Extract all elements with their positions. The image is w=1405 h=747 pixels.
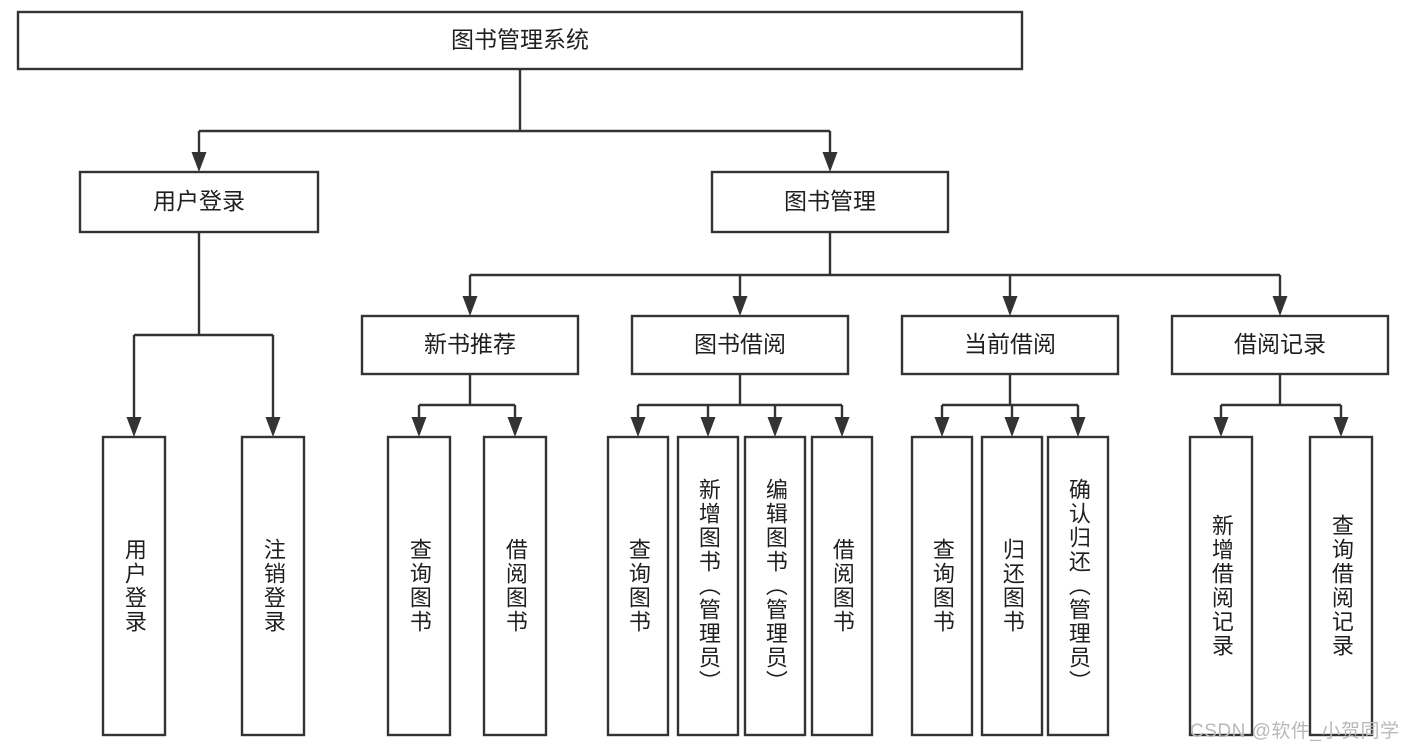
arrow-head-userlogin_to_leaves-0 (126, 417, 142, 437)
node-leaf-borrow-book-box (810, 435, 874, 737)
node-new-book-rec-label: 新书推荐 (424, 331, 516, 357)
node-root-box (16, 10, 1024, 71)
node-leaf-logout-box (240, 435, 306, 737)
node-book-borrow-box (630, 314, 850, 376)
node-borrow-record-label: 借阅记录 (1234, 331, 1326, 357)
arrow-head-newbookrec_to_leaves-1 (507, 417, 523, 437)
node-user-login-box (78, 170, 320, 234)
node-leaf-logout[interactable] (240, 435, 306, 737)
node-borrow-record-box (1170, 314, 1390, 376)
node-leaf-query-book-cur[interactable] (910, 435, 974, 737)
node-book-manage-box (710, 170, 950, 234)
node-leaf-query-book-borrow-box (606, 435, 670, 737)
node-user-login[interactable]: 用户登录 (78, 170, 320, 234)
arrow-head-bookborrow_to_leaves-0 (630, 417, 646, 437)
node-root-label: 图书管理系统 (451, 27, 589, 53)
arrow-head-newbookrec_to_leaves-0 (411, 417, 427, 437)
arrow-head-borrowrecord_to_leaves-0 (1213, 417, 1229, 437)
arrow-head-bookborrow_to_leaves-3 (834, 417, 850, 437)
node-leaf-return-book[interactable] (980, 435, 1044, 737)
arrow-head-currentborrow_to_leaves-2 (1070, 417, 1086, 437)
node-leaf-add-record-box (1188, 435, 1254, 737)
arrow-head-currentborrow_to_leaves-0 (934, 417, 950, 437)
node-current-borrow[interactable]: 当前借阅 (900, 314, 1120, 376)
node-leaf-query-book-cur-box (910, 435, 974, 737)
node-leaf-user-login[interactable] (101, 435, 167, 737)
node-book-borrow-label: 图书借阅 (694, 331, 786, 357)
node-leaf-add-book[interactable] (676, 435, 740, 737)
node-borrow-record[interactable]: 借阅记录 (1170, 314, 1390, 376)
node-book-manage[interactable]: 图书管理 (710, 170, 950, 234)
arrow-head-root_to_level2-1 (822, 152, 838, 172)
node-leaf-edit-book[interactable] (743, 435, 807, 737)
node-new-book-rec-box (360, 314, 580, 376)
node-book-manage-label: 图书管理 (784, 188, 876, 214)
arrow-head-root_to_level2-0 (191, 152, 207, 172)
node-leaf-query-book-borrow[interactable] (606, 435, 670, 737)
node-leaf-confirm-return[interactable] (1046, 435, 1110, 737)
node-leaf-query-record[interactable] (1308, 435, 1374, 737)
arrow-head-bookmanage_to_level3-2 (1002, 296, 1018, 316)
node-leaf-add-book-box (676, 435, 740, 737)
node-current-borrow-box (900, 314, 1120, 376)
node-leaf-query-book-rec-box (386, 435, 452, 737)
node-leaf-query-record-box (1308, 435, 1374, 737)
arrow-head-bookborrow_to_leaves-2 (767, 417, 783, 437)
node-leaf-return-book-box (980, 435, 1044, 737)
node-leaf-borrow-book-rec-box (482, 435, 548, 737)
node-leaf-borrow-book-rec[interactable] (482, 435, 548, 737)
arrow-head-bookmanage_to_level3-1 (732, 296, 748, 316)
node-leaf-borrow-book[interactable] (810, 435, 874, 737)
node-leaf-edit-book-box (743, 435, 807, 737)
arrow-head-bookborrow_to_leaves-1 (700, 417, 716, 437)
connector-layer (126, 69, 1349, 437)
node-root[interactable]: 图书管理系统 (16, 10, 1024, 71)
node-book-borrow[interactable]: 图书借阅 (630, 314, 850, 376)
arrow-head-borrowrecord_to_leaves-1 (1333, 417, 1349, 437)
node-user-login-label: 用户登录 (153, 188, 245, 214)
arrow-head-userlogin_to_leaves-1 (265, 417, 281, 437)
arrow-head-currentborrow_to_leaves-1 (1004, 417, 1020, 437)
node-leaf-user-login-box (101, 435, 167, 737)
node-current-borrow-label: 当前借阅 (964, 331, 1056, 357)
arrow-head-bookmanage_to_level3-3 (1272, 296, 1288, 316)
node-leaf-query-book-rec[interactable] (386, 435, 452, 737)
node-new-book-rec[interactable]: 新书推荐 (360, 314, 580, 376)
arrow-head-bookmanage_to_level3-0 (462, 296, 478, 316)
csdn-watermark: CSDN @软件_小贺同学 (1190, 721, 1400, 742)
node-leaf-confirm-return-box (1046, 435, 1110, 737)
node-leaf-add-record[interactable] (1188, 435, 1254, 737)
